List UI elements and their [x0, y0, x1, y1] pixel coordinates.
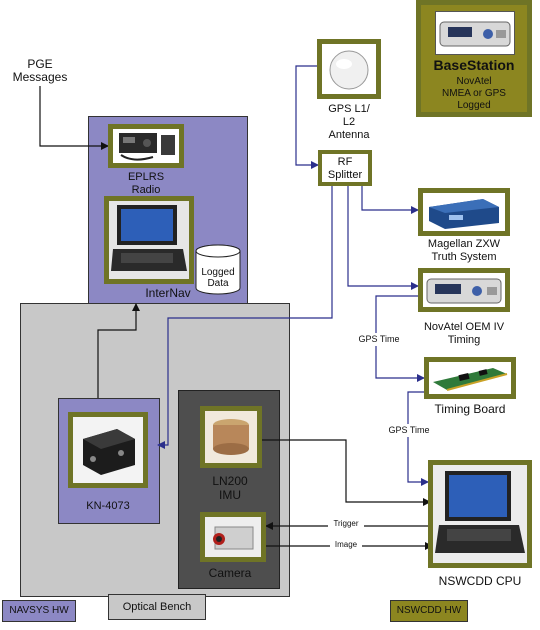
gps-time-label-1: GPS Time — [355, 333, 403, 346]
imu-icon — [205, 411, 257, 463]
basestation-title: BaseStation — [433, 57, 515, 73]
internav-title: InterNav — [145, 286, 191, 300]
antenna-line3: Antenna — [328, 129, 370, 141]
antenna-icon — [329, 50, 369, 90]
eplrs-radio-label: EPLRS Radio — [118, 171, 174, 197]
novatel-line1: NovAtel OEM IV — [423, 321, 505, 333]
imu-line1: LN200 — [212, 474, 248, 488]
laptop-icon — [109, 201, 189, 279]
magellan-line2: Truth System — [431, 251, 497, 263]
splitter-to-magellan-line — [361, 186, 419, 214]
antenna-line2: L2 — [342, 116, 356, 128]
imu-image — [200, 406, 262, 468]
laptop-icon — [433, 465, 527, 563]
logged-data-cylinder — [195, 244, 241, 295]
nswcdd-cpu-image — [428, 460, 532, 568]
splitter-line1: RF — [337, 156, 353, 168]
magellan-line1: Magellan ZXW — [427, 238, 501, 250]
basestation-line1: NovAtel — [456, 76, 492, 87]
kn-4073-image — [68, 412, 148, 488]
timing-board-label: Timing Board — [434, 402, 506, 416]
logged-data-label: Logged Data — [194, 267, 242, 289]
radio-icon — [119, 133, 175, 161]
magellan-image — [418, 188, 510, 236]
camera-label: Camera — [208, 566, 252, 580]
splitter-line2: Splitter — [327, 169, 363, 181]
basestation-desc: NovAtel NMEA or GPS Logged — [421, 76, 527, 112]
logged-line2: Data — [207, 278, 229, 289]
basestation-image — [435, 11, 515, 55]
novatel-oem-label: NovAtel OEM IV Timing — [412, 321, 516, 347]
novatel-line2: Timing — [447, 334, 481, 346]
gps-receiver-icon — [426, 278, 502, 304]
kn-4073-label: KN-4073 — [86, 500, 130, 512]
trigger-label: Trigger — [328, 519, 364, 529]
splitter-to-novatel-line — [347, 186, 419, 290]
basestation-line2: NMEA or GPS — [442, 88, 506, 99]
gps-antenna-image — [317, 39, 381, 99]
legend-navsys: NAVSYS HW — [2, 600, 76, 622]
legend-optical-bench: Optical Bench — [108, 594, 206, 620]
image-label: Image — [330, 540, 362, 550]
antenna-to-splitter-line — [295, 65, 319, 169]
eplrs-radio-image — [108, 124, 184, 168]
gps-antenna-label: GPS L1/ L2 Antenna — [316, 103, 382, 142]
camera-icon — [205, 517, 261, 557]
gps-receiver-icon — [439, 21, 511, 47]
basestation-line3: Logged — [457, 100, 491, 111]
logged-line1: Logged — [201, 267, 235, 278]
eplrs-line1: EPLRS — [127, 171, 165, 183]
truth-system-icon — [429, 199, 499, 229]
internav-laptop-image — [104, 196, 194, 284]
antenna-line1: GPS L1/ — [328, 103, 370, 115]
circuit-board-icon — [433, 368, 508, 391]
legend-nswcdd: NSWCDD HW — [390, 600, 468, 622]
ins-unit-icon — [73, 417, 143, 483]
pge-messages-label: PGE Messages — [8, 58, 72, 84]
camera-image — [200, 512, 266, 562]
novatel-oem-image — [418, 268, 510, 312]
basestation-box: BaseStation NovAtel NMEA or GPS Logged — [416, 0, 532, 117]
imu-label: LN200 IMU — [190, 474, 270, 502]
magellan-label: Magellan ZXW Truth System — [412, 238, 516, 264]
imu-line2: IMU — [219, 488, 241, 502]
nswcdd-cpu-label: NSWCDD CPU — [438, 574, 522, 588]
timing-board-image — [424, 357, 516, 399]
gps-time-label-2: GPS Time — [385, 424, 433, 437]
pge-line2: Messages — [12, 70, 68, 84]
eplrs-line2: Radio — [131, 184, 161, 196]
rf-splitter-box: RF Splitter — [318, 150, 372, 186]
pge-line1: PGE — [27, 57, 53, 71]
